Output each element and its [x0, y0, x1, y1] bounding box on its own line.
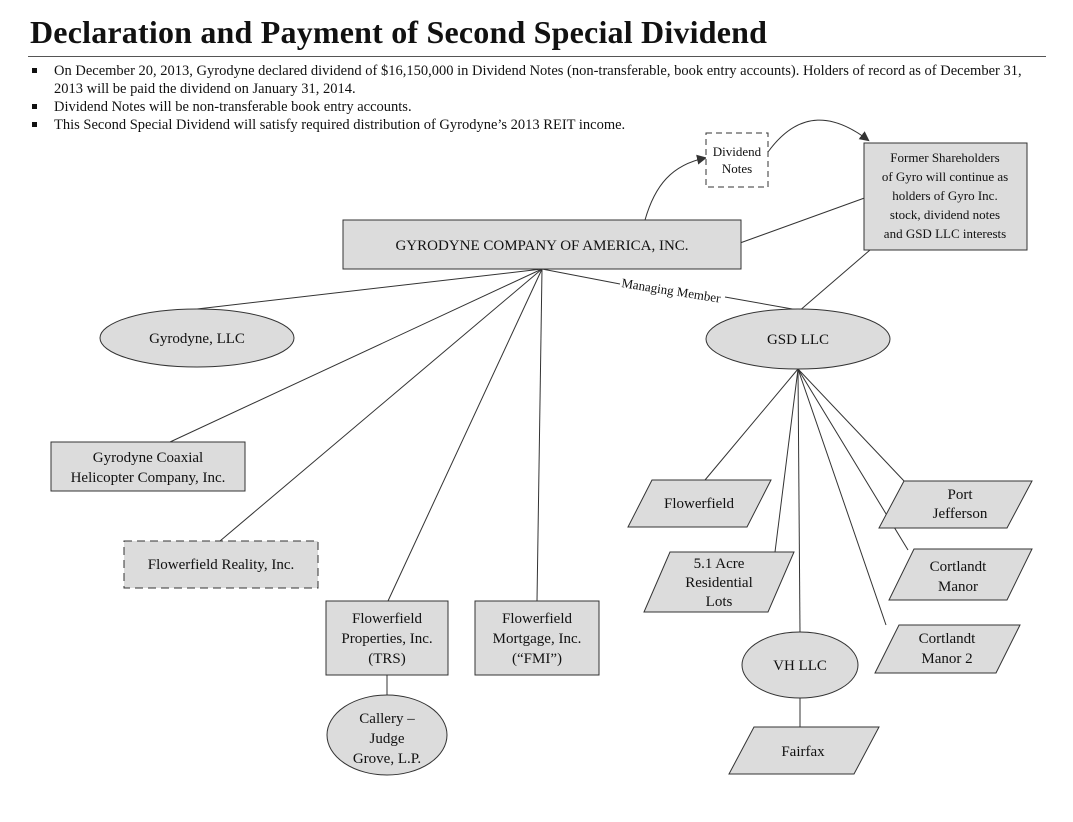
svg-text:stock, dividend notes: stock, dividend notes	[890, 207, 1000, 222]
gyrodyne-coaxial-node: Gyrodyne Coaxial Helicopter Company, Inc…	[50, 441, 246, 492]
svg-text:of Gyro will continue as: of Gyro will continue as	[882, 169, 1008, 184]
svg-text:Properties, Inc.: Properties, Inc.	[341, 631, 432, 647]
fairfax-node: Fairfax	[728, 726, 880, 775]
flowerfield-properties-node: Flowerfield Properties, Inc. (TRS)	[325, 600, 449, 676]
svg-text:Flowerfield: Flowerfield	[664, 496, 734, 512]
svg-text:Callery –: Callery –	[359, 711, 415, 727]
svg-text:Grove, L.P.: Grove, L.P.	[353, 751, 421, 767]
title-divider	[28, 56, 1046, 57]
managing-member-label: Managing Member	[621, 275, 723, 306]
svg-text:Judge: Judge	[370, 731, 405, 747]
svg-text:Jefferson: Jefferson	[933, 506, 988, 522]
svg-text:Notes: Notes	[722, 161, 752, 176]
gyrodyne-llc-node: Gyrodyne, LLC	[99, 308, 295, 368]
svg-text:GSD LLC: GSD LLC	[767, 332, 829, 348]
bullet-item-declaration: On December 20, 2013, Gyrodyne declared …	[30, 62, 1050, 98]
bullet-list: On December 20, 2013, Gyrodyne declared …	[30, 62, 1050, 134]
flowerfield-node: Flowerfield	[627, 479, 772, 528]
former-shareholders-node: Former Shareholders of Gyro will continu…	[863, 142, 1028, 251]
dividend-notes-node: Dividend Notes	[705, 132, 769, 188]
svg-text:GYRODYNE COMPANY OF AMERICA, I: GYRODYNE COMPANY OF AMERICA, INC.	[395, 238, 688, 254]
port-jefferson-node: Port Jefferson	[878, 480, 1033, 529]
svg-text:(TRS): (TRS)	[368, 651, 406, 667]
svg-text:holders of Gyro Inc.: holders of Gyro Inc.	[892, 188, 997, 203]
svg-text:Gyrodyne Coaxial: Gyrodyne Coaxial	[93, 450, 203, 466]
gsd-llc-node: GSD LLC	[705, 308, 891, 370]
svg-text:Lots: Lots	[706, 594, 733, 610]
connectors	[169, 119, 909, 727]
svg-text:Cortlandt: Cortlandt	[919, 631, 976, 647]
callery-judge-grove-node: Callery – Judge Grove, L.P.	[326, 694, 448, 776]
cortlandt-manor-node: Cortlandt Manor	[888, 548, 1033, 601]
svg-text:Mortgage, Inc.: Mortgage, Inc.	[493, 631, 582, 647]
bullet-item-book-entry: Dividend Notes will be non-transferable …	[30, 98, 1050, 116]
svg-text:Dividend: Dividend	[713, 144, 762, 159]
gyrodyne-company-of-america-node: GYRODYNE COMPANY OF AMERICA, INC.	[342, 219, 742, 270]
page-title: Declaration and Payment of Second Specia…	[30, 14, 768, 50]
svg-text:Flowerfield Reality, Inc.: Flowerfield Reality, Inc.	[148, 557, 294, 573]
svg-text:VH LLC: VH LLC	[773, 658, 827, 674]
svg-text:Port: Port	[947, 487, 973, 503]
svg-text:Manor 2: Manor 2	[921, 651, 972, 667]
svg-text:Gyrodyne, LLC: Gyrodyne, LLC	[149, 331, 245, 347]
svg-text:Cortlandt: Cortlandt	[930, 559, 987, 575]
svg-text:Former Shareholders: Former Shareholders	[890, 150, 999, 165]
vh-llc-node: VH LLC	[741, 631, 859, 699]
svg-text:Residential: Residential	[685, 575, 753, 591]
flowerfield-reality-node: Flowerfield Reality, Inc.	[123, 540, 319, 589]
acre-residential-lots-node: 5.1 Acre Residential Lots	[643, 551, 795, 613]
svg-text:Helicopter Company, Inc.: Helicopter Company, Inc.	[71, 470, 226, 486]
svg-text:Fairfax: Fairfax	[781, 744, 825, 760]
svg-text:Flowerfield: Flowerfield	[352, 611, 422, 627]
svg-text:(“FMI”): (“FMI”)	[512, 651, 562, 667]
svg-text:Manor: Manor	[938, 579, 978, 595]
cortlandt-manor-2-node: Cortlandt Manor 2	[874, 624, 1021, 674]
flowerfield-mortgage-node: Flowerfield Mortgage, Inc. (“FMI”)	[474, 600, 600, 676]
svg-text:and GSD LLC interests: and GSD LLC interests	[884, 226, 1006, 241]
svg-text:Flowerfield: Flowerfield	[502, 611, 572, 627]
svg-text:5.1 Acre: 5.1 Acre	[694, 556, 745, 572]
bullet-item-reit-income: This Second Special Dividend will satisf…	[30, 116, 1050, 134]
